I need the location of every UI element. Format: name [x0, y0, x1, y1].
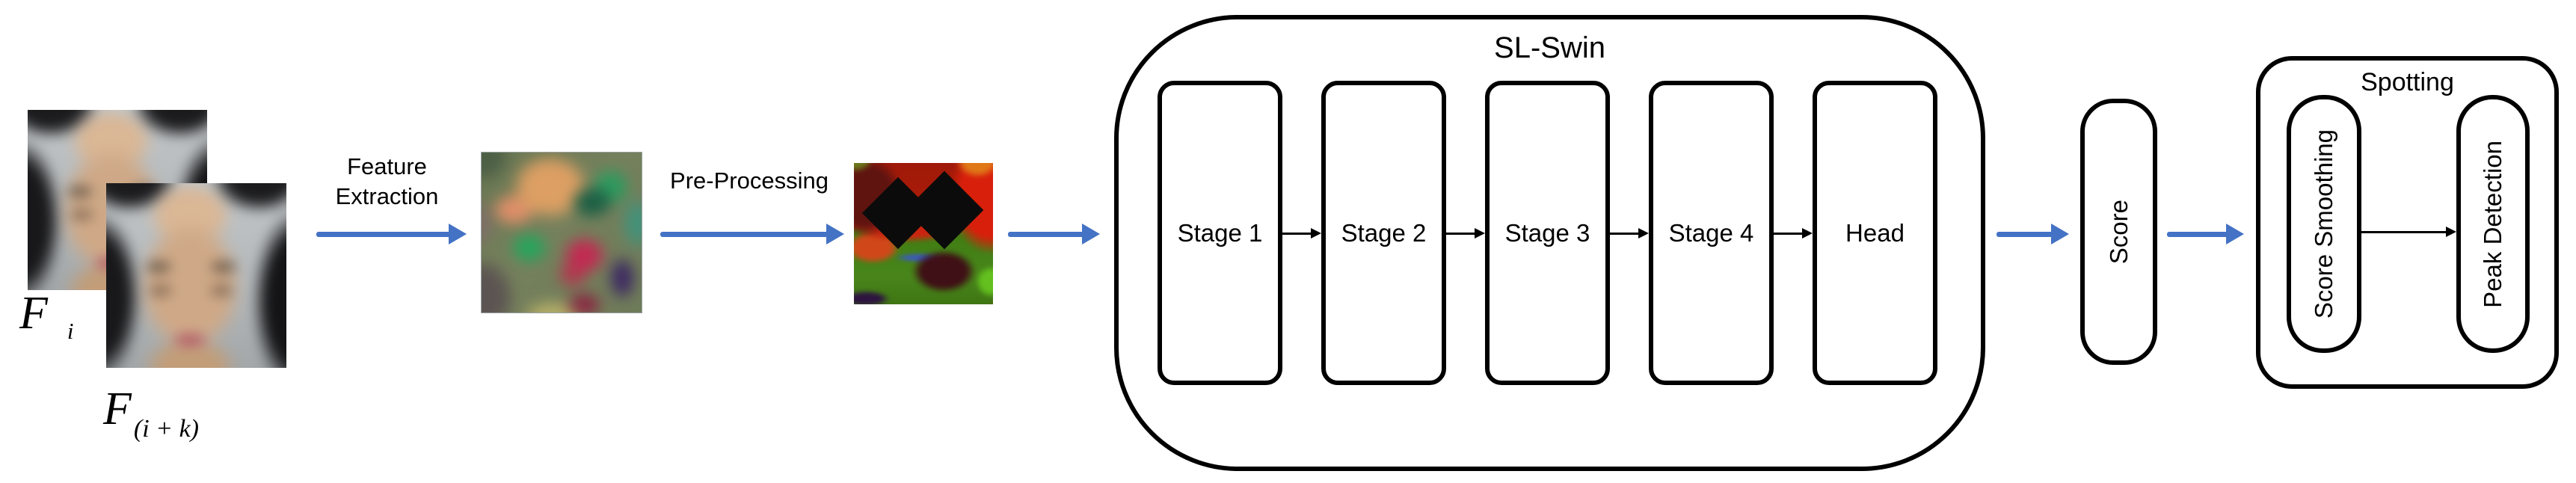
stage-3-box: Stage 3 [1485, 81, 1610, 385]
score-label: Score [2104, 199, 2133, 265]
arrow-shaft [1008, 231, 1084, 237]
stage-1-label: Stage 1 [1177, 218, 1263, 247]
arrow-shaft [2167, 231, 2228, 237]
score-smoothing-label: Score Smoothing [2310, 129, 2337, 319]
frame-ik-label: F(i + k) [103, 384, 199, 442]
frame-ik-subscript: (i + k) [133, 415, 199, 443]
stage-3-label: Stage 3 [1504, 218, 1590, 247]
arrow-shaft [1996, 231, 2053, 237]
optical-flow-image [481, 152, 642, 313]
peak-detection-label: Peak Detection [2479, 140, 2506, 308]
arrow-head-icon [826, 224, 844, 244]
arrow-head-icon [449, 224, 467, 244]
frame-i-subscript: i [67, 318, 74, 344]
arrow-shaft [1774, 232, 1804, 235]
frame-ik-symbol: F [103, 384, 132, 434]
score-box: Score [2080, 99, 2157, 365]
arrow-shaft [660, 231, 829, 237]
arrow-head-icon [1638, 228, 1649, 239]
stage-4-label: Stage 4 [1668, 218, 1754, 247]
feature-extraction-line1: Feature [347, 153, 427, 179]
arrow-shaft [316, 231, 451, 237]
peak-detection-box: Peak Detection [2456, 95, 2530, 353]
face-image-paint [106, 183, 286, 368]
spotting-title: Spotting [2361, 68, 2454, 96]
proc-image-paint [854, 163, 993, 304]
stage-4-box: Stage 4 [1649, 81, 1774, 385]
pre-processing-label: Pre-Processing [670, 167, 829, 194]
sl-swin-title: SL-Swin [1494, 31, 1605, 64]
arrow-head-icon [2051, 224, 2069, 244]
head-label: Head [1845, 218, 1905, 247]
arrow-shaft [2361, 230, 2448, 233]
frame-i-symbol: F [19, 288, 48, 339]
arrow-head-icon [2446, 227, 2456, 237]
head-box: Head [1813, 81, 1937, 385]
arrow-shaft [1282, 232, 1313, 235]
arrow-head-icon [1082, 224, 1100, 244]
flow-image-paint [482, 153, 642, 313]
stage-2-box: Stage 2 [1321, 81, 1446, 385]
score-smoothing-box: Score Smoothing [2287, 95, 2361, 353]
arrow-head-icon [1475, 228, 1485, 239]
stage-2-label: Stage 2 [1341, 218, 1427, 247]
arrow-head-icon [2226, 224, 2244, 244]
arrow-head-icon [1802, 228, 1813, 239]
feature-extraction-line2: Extraction [335, 183, 439, 209]
arrow-shaft [1446, 232, 1477, 235]
arrow-head-icon [1311, 228, 1321, 239]
input-frame-ik-image [106, 183, 286, 368]
spotting-container: Spotting Score Smoothing Peak Detection [2256, 56, 2559, 389]
stage-1-box: Stage 1 [1158, 81, 1282, 385]
sl-swin-container: SL-Swin Stage 1 Stage 2 Stage 3 Stage 4 [1114, 15, 1985, 471]
arrow-shaft [1610, 232, 1641, 235]
feature-extraction-label: Feature Extraction [307, 152, 467, 212]
preprocessed-image [854, 163, 993, 304]
